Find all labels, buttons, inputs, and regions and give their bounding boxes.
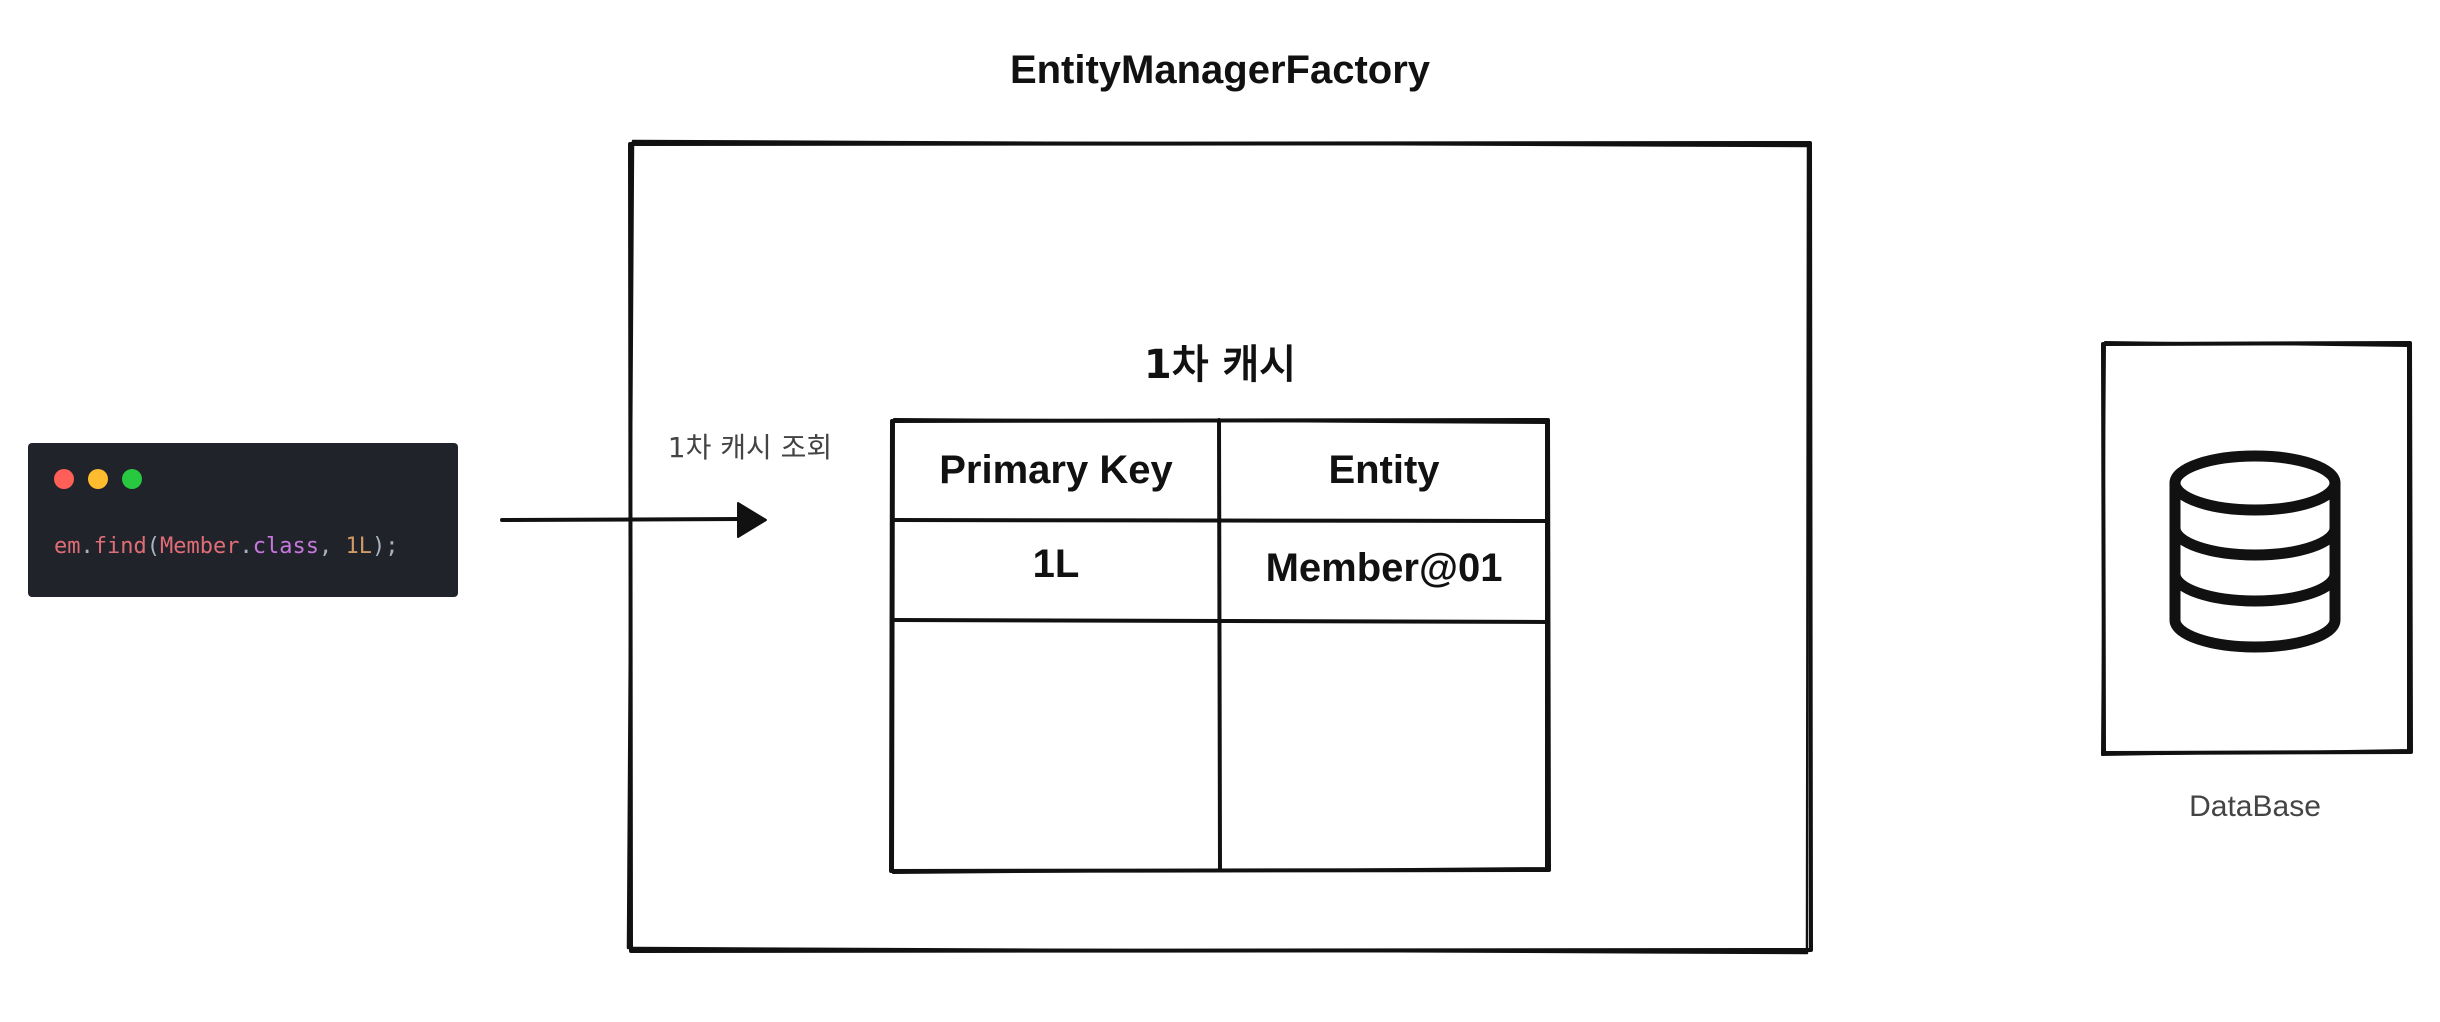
cache-title: 1차 캐시: [1143, 342, 1297, 388]
code-token: 1L: [345, 534, 372, 559]
code-token: );: [371, 534, 399, 559]
database-label: DataBase: [2189, 790, 2321, 823]
database-icon: [2169, 450, 2341, 653]
window-minimize-dot: [88, 469, 108, 489]
code-token: em: [54, 534, 81, 559]
arrow-label: 1차 캐시 조회: [667, 431, 833, 464]
header-primary-key: Primary Key: [939, 448, 1173, 492]
code-token: .: [80, 534, 94, 559]
row-entity: Member@01: [1265, 546, 1503, 590]
code-token: find: [93, 534, 147, 559]
entity-manager-factory-title: EntityManagerFactory: [1009, 48, 1431, 92]
code-line: em.find(Member.class, 1L);: [54, 527, 398, 567]
header-entity: Entity: [1328, 448, 1440, 492]
code-token: ,: [318, 534, 346, 559]
code-token: (: [146, 534, 160, 559]
window-maximize-dot: [122, 469, 142, 489]
code-token: .: [239, 534, 253, 559]
cache-table-frame: [889, 418, 1551, 874]
code-window: em.find(Member.class, 1L);: [28, 443, 458, 597]
row-primary-key: 1L: [1032, 542, 1080, 586]
database-frame: [2101, 341, 2413, 756]
window-close-dot: [54, 469, 74, 489]
entity-manager-factory-frame: [626, 139, 1813, 955]
code-token: class: [252, 534, 319, 559]
lookup-arrow: [500, 502, 767, 538]
code-token: Member: [159, 534, 240, 559]
